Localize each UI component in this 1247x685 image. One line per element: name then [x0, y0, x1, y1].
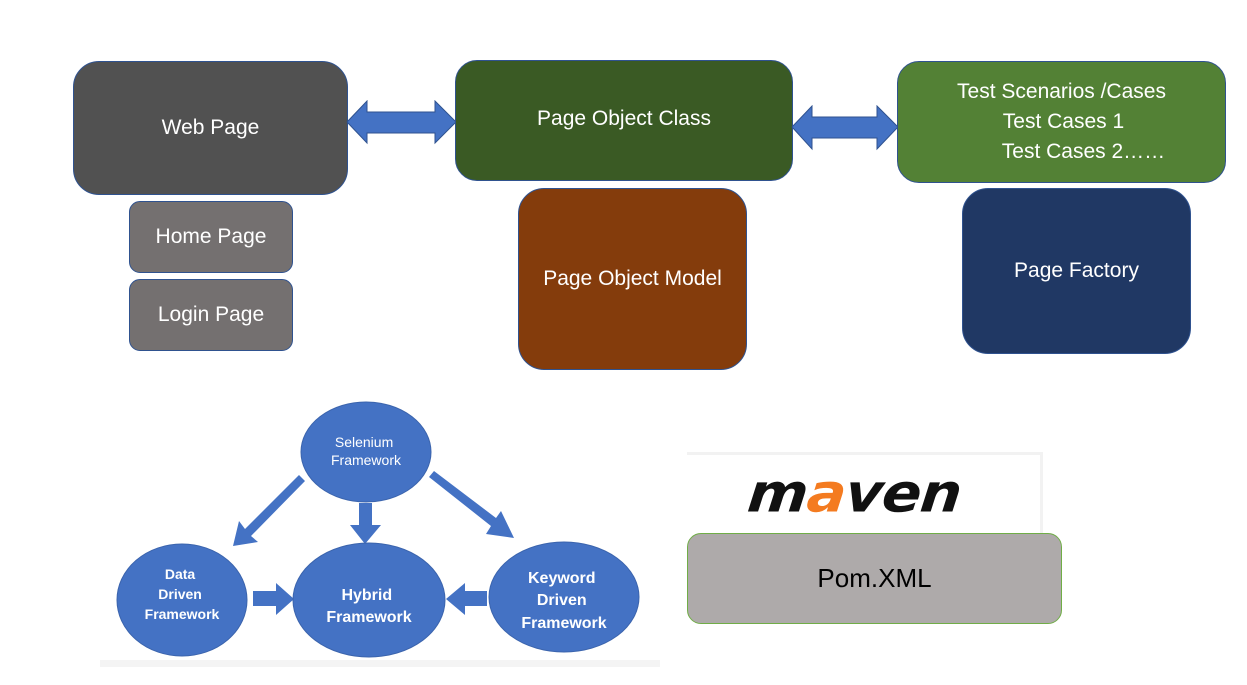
test-case-1: Test Cases 1 — [1002, 110, 1125, 133]
page-factory-label: Page Factory — [1014, 259, 1139, 282]
hybrid-framework-label: Hybrid Framework — [326, 587, 411, 626]
maven-logo: maven — [745, 462, 991, 525]
framework-diagram: Selenium Framework Data Driven Framework… — [116, 401, 640, 658]
keyword-driven-framework-node — [488, 541, 640, 653]
web-page-label: Web Page — [161, 116, 260, 139]
double-arrow-icon — [791, 105, 899, 151]
page-object-class-label: Page Object Class — [537, 106, 711, 130]
test-scenarios-title: Test Scenarios /Cases — [957, 80, 1166, 103]
arrow-keyword-to-hybrid — [446, 583, 487, 615]
home-page-label: Home Page — [155, 225, 267, 248]
page-object-model-label: Page Object Model — [543, 267, 722, 290]
data-driven-framework-node — [116, 543, 248, 657]
page-factory-box: Page Factory — [962, 188, 1191, 354]
maven-logo-m: m — [744, 461, 811, 525]
maven-logo-frame — [687, 452, 1043, 542]
arrow-data-to-hybrid — [253, 583, 294, 615]
page-object-model-box: Page Object Model — [518, 188, 747, 370]
page-object-class-box: Page Object Class — [455, 60, 793, 181]
keyword-driven-framework-label: Keyword Driven Framework — [521, 570, 606, 632]
maven-logo-a: a — [804, 461, 849, 525]
double-arrow-icon — [346, 100, 457, 145]
pom-xml-box: Pom.XML — [687, 533, 1062, 624]
arrow-selenium-to-data-driven — [233, 475, 305, 546]
arrow-selenium-to-hybrid — [350, 503, 381, 544]
selenium-framework-label: Selenium Framework — [331, 434, 402, 468]
test-case-2: Test Cases 2…… — [1001, 140, 1166, 163]
home-page-box: Home Page — [129, 201, 293, 273]
login-page-label: Login Page — [157, 303, 265, 326]
hybrid-framework-node — [292, 542, 446, 658]
framework-image-bottom-strip — [100, 660, 660, 667]
login-page-box: Login Page — [129, 279, 293, 351]
selenium-framework-node — [300, 401, 432, 503]
web-page-box: Web Page — [73, 61, 348, 195]
data-driven-framework-label: Data Driven Framework — [145, 566, 220, 622]
arrow-selenium-to-keyword — [429, 471, 514, 538]
test-scenarios-box: Test Scenarios /Cases Test Cases 1 Test … — [897, 61, 1226, 183]
maven-logo-ven: ven — [842, 461, 965, 525]
pom-xml-label: Pom.XML — [817, 563, 932, 593]
